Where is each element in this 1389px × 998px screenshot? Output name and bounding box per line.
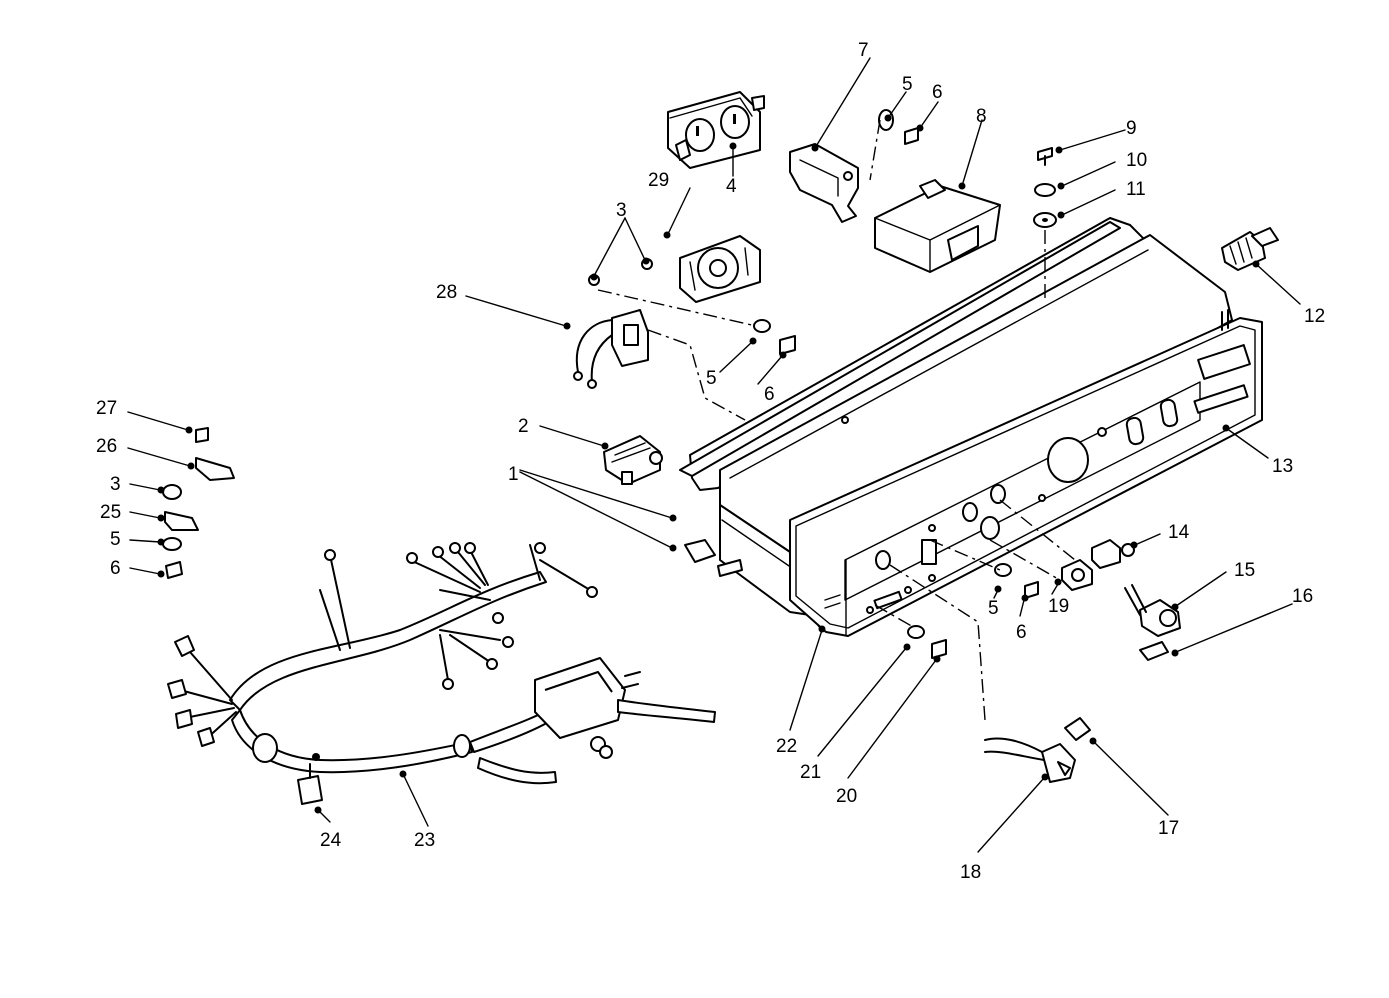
duplex-receptacle-part-4	[667, 91, 765, 169]
callout-15: 15	[1234, 560, 1255, 581]
callout-10: 10	[1126, 150, 1147, 171]
control-box-housing	[679, 217, 1263, 637]
connector-part-14	[1091, 539, 1135, 569]
callout-1: 1	[508, 464, 519, 485]
connector-part-19	[1061, 559, 1093, 591]
hardware-5-6-20-21	[588, 109, 1039, 659]
callout-9: 9	[1126, 118, 1137, 139]
callout-20: 20	[836, 786, 857, 807]
hardware-9-10-11	[1033, 147, 1057, 228]
leader-lines	[127, 57, 1301, 853]
callout-17: 17	[1158, 818, 1179, 839]
callout-19: 19	[1048, 596, 1069, 617]
callout-5-mid: 5	[706, 368, 717, 389]
callout-25: 25	[100, 502, 121, 523]
circuit-breaker-part-8	[874, 179, 1001, 273]
callout-2: 2	[518, 416, 529, 437]
wiring-harness-part-23	[167, 542, 716, 805]
callout-16: 16	[1292, 586, 1313, 607]
callout-6-top: 6	[932, 82, 943, 103]
callout-18: 18	[960, 862, 981, 883]
callout-29: 29	[648, 170, 669, 191]
callout-23: 23	[414, 830, 435, 851]
callout-3: 3	[616, 200, 627, 221]
callout-27: 27	[96, 398, 117, 419]
lamp-part-17	[1064, 717, 1091, 741]
callout-21: 21	[800, 762, 821, 783]
callout-5-left: 5	[110, 529, 121, 550]
callout-26: 26	[96, 436, 117, 457]
callout-5-right: 5	[988, 598, 999, 619]
callout-12: 12	[1304, 306, 1325, 327]
callout-7: 7	[858, 40, 869, 61]
callout-11: 11	[1126, 179, 1146, 200]
callout-13: 13	[1272, 456, 1293, 477]
callout-5-top: 5	[902, 74, 913, 95]
callout-28: 28	[436, 282, 457, 303]
callout-labels: 1 2 3 3 4 5 5 5 5 6 6 6 6 7 8 9 10 11 12…	[96, 40, 1325, 883]
callout-6-mid: 6	[764, 384, 775, 405]
callout-8: 8	[976, 106, 987, 127]
callout-6-left: 6	[110, 558, 121, 579]
bracket-part-7	[789, 143, 859, 223]
plug-part-12	[1221, 227, 1279, 271]
twistlock-receptacle-part-29	[679, 235, 761, 303]
fuse-part-16	[1139, 641, 1169, 661]
fuse-holder-part-15	[1124, 584, 1181, 637]
terminal-strip-part-2	[603, 435, 663, 485]
callout-24: 24	[320, 830, 342, 851]
switch-part-28	[573, 309, 649, 389]
callout-22: 22	[776, 736, 797, 757]
callout-4: 4	[726, 176, 737, 197]
assembly-center-lines	[597, 119, 1076, 721]
meter-opening	[1047, 437, 1089, 483]
hardware-left-column	[162, 427, 235, 579]
indicator-light-part-18	[984, 737, 1076, 783]
callout-14: 14	[1168, 522, 1190, 543]
callout-6-right: 6	[1016, 622, 1027, 643]
callout-3-left: 3	[110, 474, 121, 495]
